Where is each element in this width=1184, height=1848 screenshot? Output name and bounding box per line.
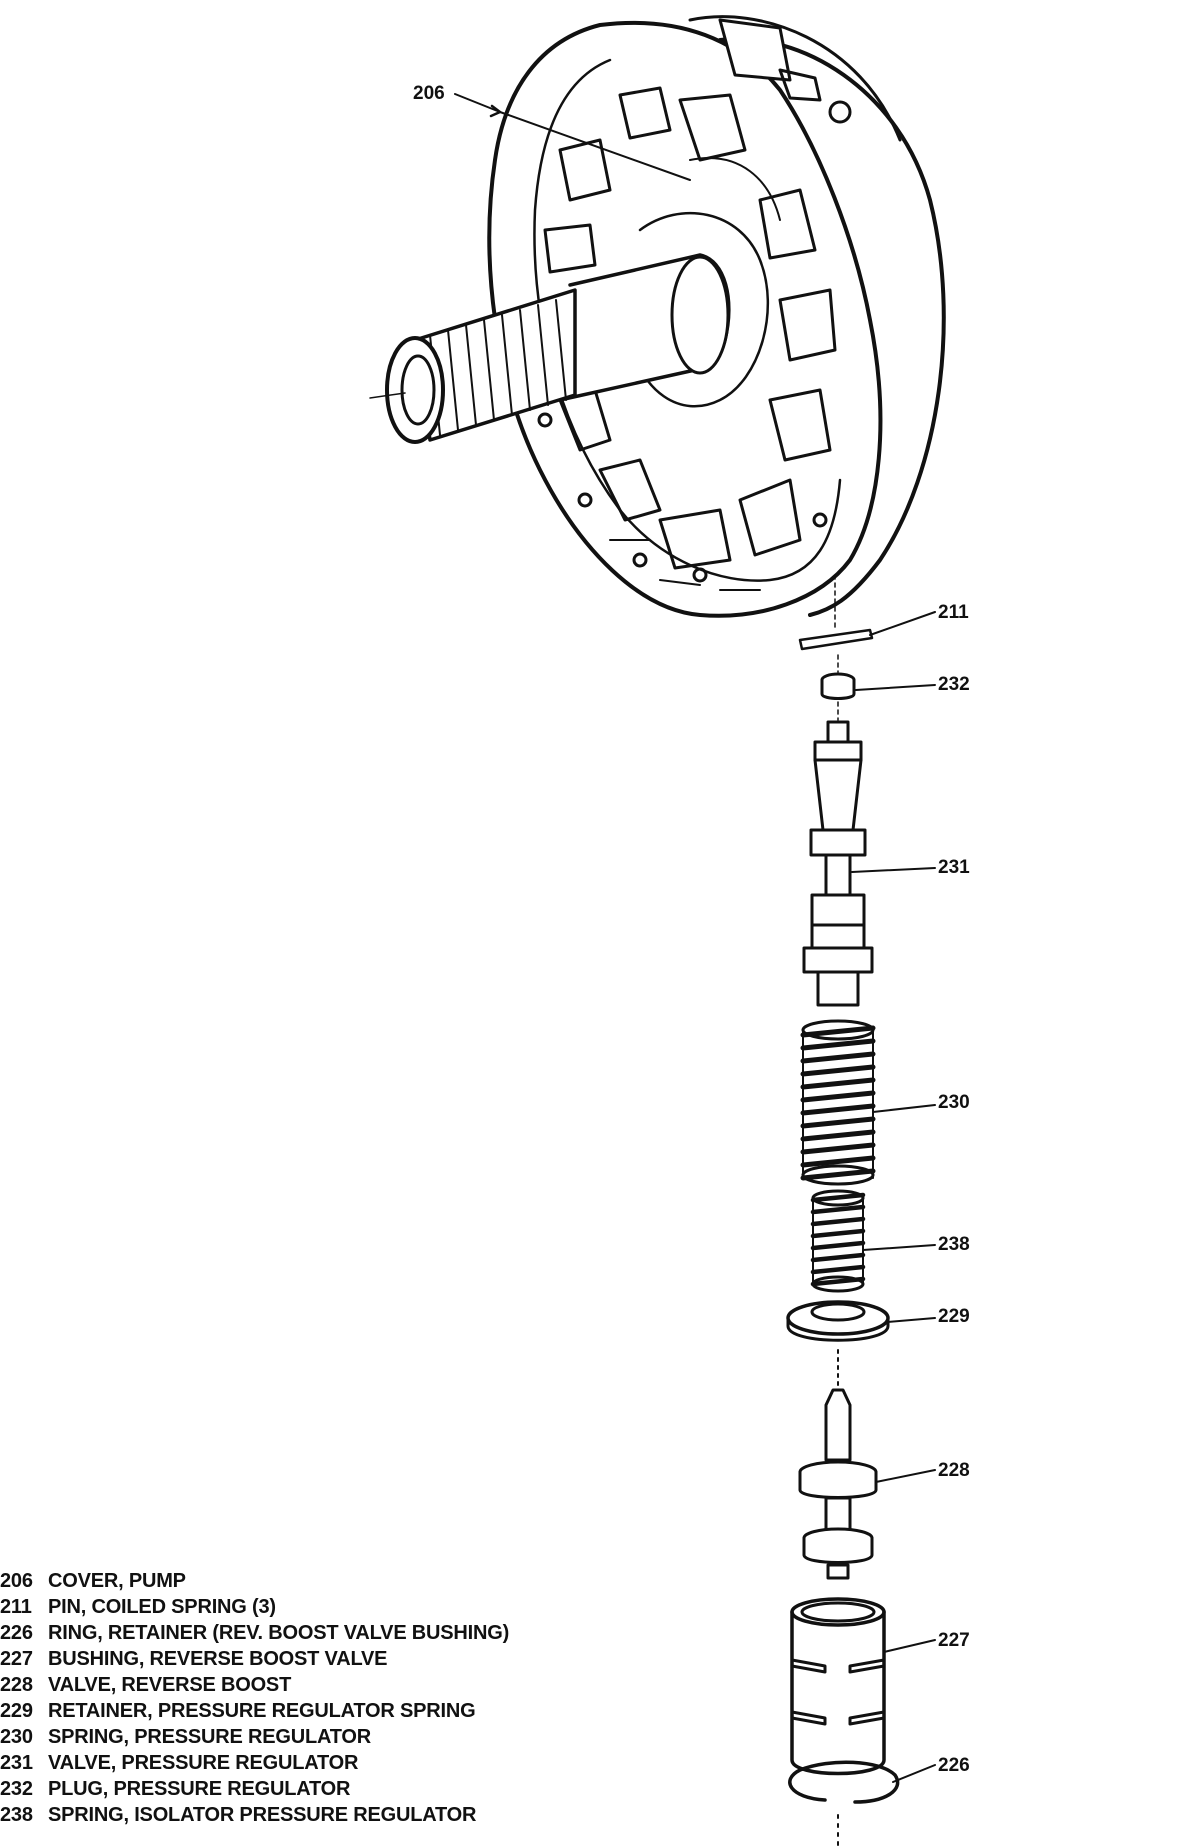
legend-item: 226 RING, RETAINER (REV. BOOST VALVE BUSH… [0,1620,509,1646]
legend-item-number: 230 [0,1726,33,1748]
legend-item-number: 206 [0,1570,33,1592]
legend-item-description: BUSHING, REVERSE BOOST VALVE [48,1648,388,1670]
legend-item: 231 VALVE, PRESSURE REGULATOR [0,1750,509,1776]
callout-238: 238 [938,1234,970,1255]
legend-item-number: 226 [0,1622,33,1644]
callout-229: 229 [938,1306,970,1327]
legend-item-number: 227 [0,1648,33,1670]
spring-retainer-part [786,1300,890,1342]
callout-231: 231 [938,857,970,878]
legend-item-number: 211 [0,1596,32,1618]
legend-item-description: SPRING, ISOLATOR PRESSURE REGULATOR [48,1804,477,1826]
callout-206: 206 [413,83,445,104]
legend-item-description: PLUG, PRESSURE REGULATOR [48,1778,351,1800]
parts-legend: 206 COVER, PUMP 211 PIN, COILED SPRING (3)… [0,1568,509,1828]
legend-item: 232 PLUG, PRESSURE REGULATOR [0,1776,509,1802]
callout-226: 226 [938,1755,970,1776]
leader-lines [454,93,936,1783]
legend-item-number: 229 [0,1700,33,1722]
legend-item: 238 SPRING, ISOLATOR PRESSURE REGULATOR [0,1802,509,1828]
legend-item: 206 COVER, PUMP [0,1568,509,1594]
pressure-regulator-plug-part [820,654,856,700]
legend-item: 211 PIN, COILED SPRING (3) [0,1594,509,1620]
legend-item-description: VALVE, PRESSURE REGULATOR [48,1752,359,1774]
pressure-regulator-spring-part [800,1019,876,1186]
legend-item-description: RING, RETAINER (REV. BOOST VALVE BUSHING… [48,1622,510,1644]
coiled-spring-pin-part [798,574,874,651]
pressure-regulator-valve-part [802,701,874,1007]
reverse-boost-bushing-part [790,1597,886,1776]
callout-228: 228 [938,1460,970,1481]
legend-item-number: 228 [0,1674,33,1696]
legend-item: 228 VALVE, REVERSE BOOST [0,1672,509,1698]
callout-230: 230 [938,1092,970,1113]
legend-item-description: RETAINER, PRESSURE REGULATOR SPRING [48,1700,476,1722]
retainer-ring-part [788,1760,900,1848]
legend-item-description: PIN, COILED SPRING (3) [48,1596,276,1618]
callout-227: 227 [938,1630,970,1651]
callout-232: 232 [938,674,970,695]
legend-item: 230 SPRING, PRESSURE REGULATOR [0,1724,509,1750]
legend-item-number: 231 [0,1752,33,1774]
legend-item: 227 BUSHING, REVERSE BOOST VALVE [0,1646,509,1672]
legend-item-number: 238 [0,1804,33,1826]
stator-shaft-part [369,253,731,444]
legend-item-description: VALVE, REVERSE BOOST [48,1674,292,1696]
legend-item-number: 232 [0,1778,33,1800]
reverse-boost-valve-part [798,1349,878,1580]
legend-item-description: SPRING, PRESSURE REGULATOR [48,1726,371,1748]
legend-item: 229 RETAINER, PRESSURE REGULATOR SPRING [0,1698,509,1724]
isolator-spring-part [810,1189,866,1293]
callout-211: 211 [938,602,969,623]
legend-item-description: COVER, PUMP [48,1570,186,1592]
